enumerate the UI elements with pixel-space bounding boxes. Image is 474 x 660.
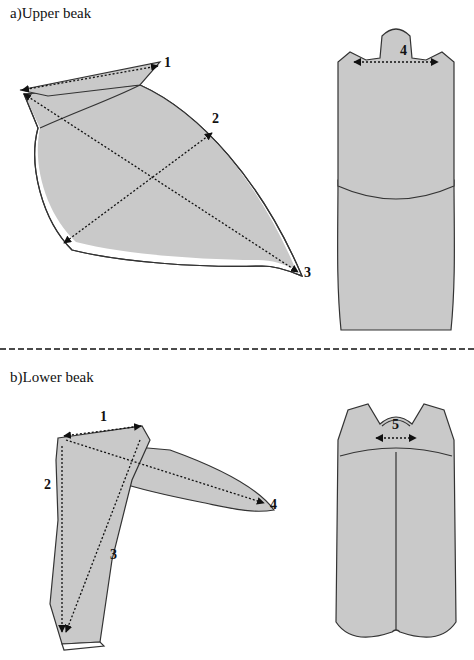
callout-number: 4 xyxy=(400,44,407,58)
measurement-arrows xyxy=(22,62,438,632)
lower-beak-lateral xyxy=(50,426,274,650)
callout-number: 3 xyxy=(304,266,311,280)
callout-number: 5 xyxy=(392,418,399,432)
callout-number: 1 xyxy=(100,410,107,424)
separator-line xyxy=(0,348,474,350)
callout-number: 3 xyxy=(110,548,117,562)
panel-heading: b)Lower beak xyxy=(10,370,94,385)
callout-number: 2 xyxy=(212,112,219,126)
callout-number: 4 xyxy=(270,498,277,512)
callout-number: 2 xyxy=(44,478,51,492)
panel-heading: a)Upper beak xyxy=(10,6,91,21)
lower-beak-front xyxy=(336,404,456,637)
upper-beak-lateral xyxy=(20,62,302,276)
callout-number: 1 xyxy=(164,56,171,70)
upper-beak-front xyxy=(338,29,455,330)
